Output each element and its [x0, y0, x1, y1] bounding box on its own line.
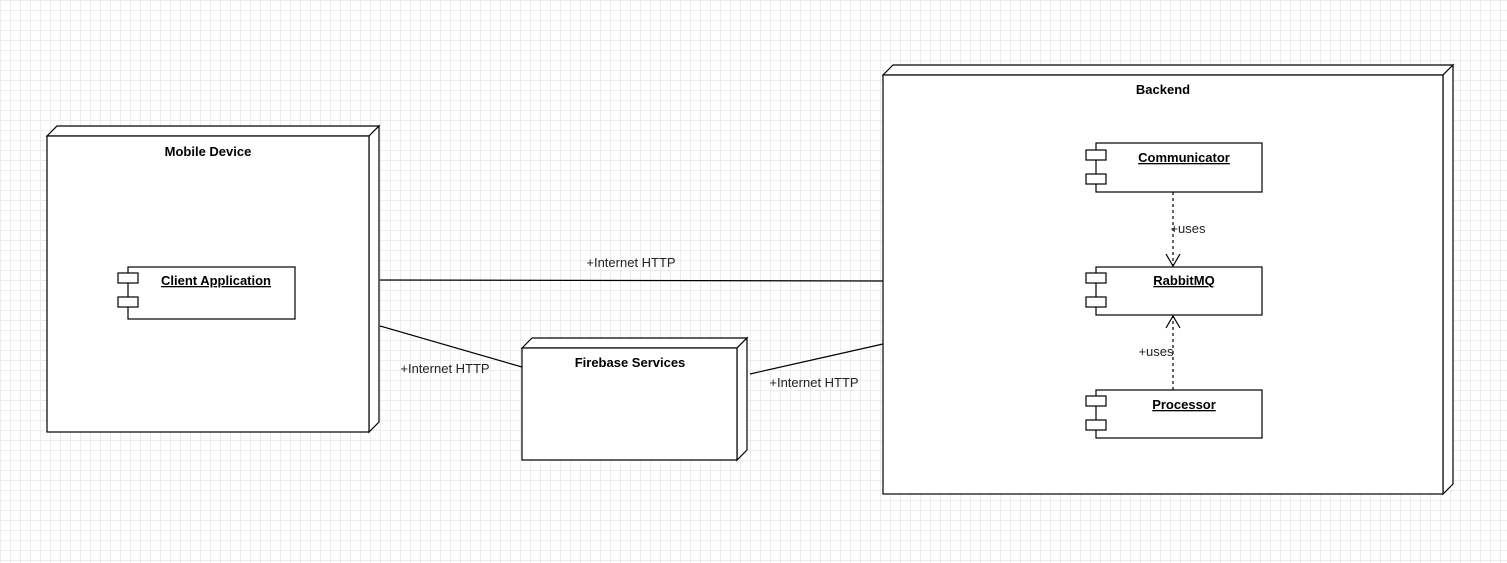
edge-label-mobile-firebase: +Internet HTTP	[400, 361, 489, 376]
edge-label-firebase-backend: +Internet HTTP	[769, 375, 858, 390]
component-communicator[interactable]: Communicator	[1085, 142, 1263, 193]
component-port-icon	[117, 296, 139, 308]
component-port-icon	[1085, 419, 1107, 431]
open-arrowhead-icon	[1165, 253, 1181, 268]
node-title-firebase-services: Firebase Services	[575, 355, 686, 370]
edge-firebase-backend[interactable]	[749, 343, 884, 375]
component-port-icon	[1085, 173, 1107, 185]
component-port-icon	[1085, 149, 1107, 161]
component-port-icon	[1085, 272, 1107, 284]
component-port-icon	[1085, 296, 1107, 308]
dependency-communicator-rabbitmq[interactable]	[1165, 192, 1181, 268]
node-title-backend: Backend	[1136, 82, 1190, 97]
edge-label-mobile-backend: +Internet HTTP	[586, 255, 675, 270]
component-label-rabbitmq: RabbitMQ	[1153, 273, 1214, 288]
node-firebase-services[interactable]: Firebase Services	[520, 336, 749, 462]
component-processor[interactable]: Processor	[1085, 389, 1263, 439]
component-port-icon	[1085, 395, 1107, 407]
dependency-label-communicator-rabbitmq: +uses	[1170, 221, 1206, 236]
component-port-icon	[117, 272, 139, 284]
component-label-processor: Processor	[1152, 397, 1216, 412]
component-label-client-application: Client Application	[161, 273, 271, 288]
edge-mobile-firebase[interactable]	[379, 325, 523, 368]
edge-mobile-backend[interactable]	[379, 279, 884, 282]
open-arrowhead-icon	[1165, 314, 1181, 329]
node-title-mobile-device: Mobile Device	[165, 144, 252, 159]
dependency-processor-rabbitmq[interactable]	[1165, 314, 1181, 390]
component-client-application[interactable]: Client Application	[117, 266, 296, 320]
dependency-label-processor-rabbitmq: +uses	[1138, 344, 1174, 359]
component-label-communicator: Communicator	[1138, 150, 1230, 165]
component-rabbitmq[interactable]: RabbitMQ	[1085, 266, 1263, 316]
